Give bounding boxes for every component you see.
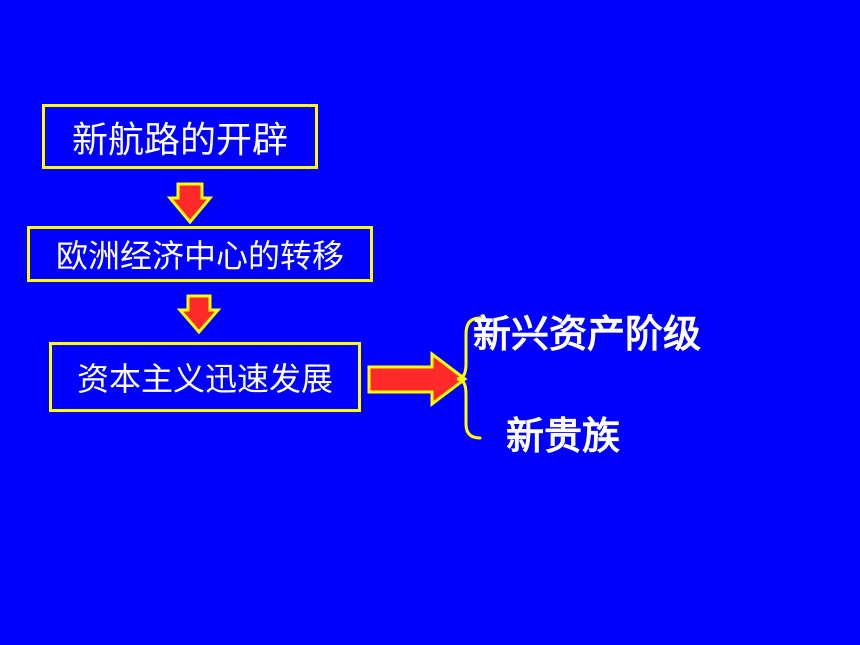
down-arrow-icon (176, 294, 222, 335)
step-box-capitalism-development: 资本主义迅速发展 (49, 342, 361, 412)
brace-icon (456, 316, 482, 440)
step-box-economic-center-shift: 欧洲经济中心的转移 (27, 226, 373, 282)
outcome-new-nobility: 新贵族 (506, 414, 621, 458)
outcome-new-bourgeoisie: 新兴资产阶级 (473, 312, 702, 356)
step-label: 新航路的开辟 (71, 119, 288, 161)
step-label: 资本主义迅速发展 (76, 360, 333, 398)
down-arrow-icon (166, 182, 214, 225)
step-label: 欧洲经济中心的转移 (55, 237, 344, 275)
right-arrow-icon (367, 350, 468, 408)
step-box-new-sea-routes: 新航路的开辟 (42, 104, 318, 169)
